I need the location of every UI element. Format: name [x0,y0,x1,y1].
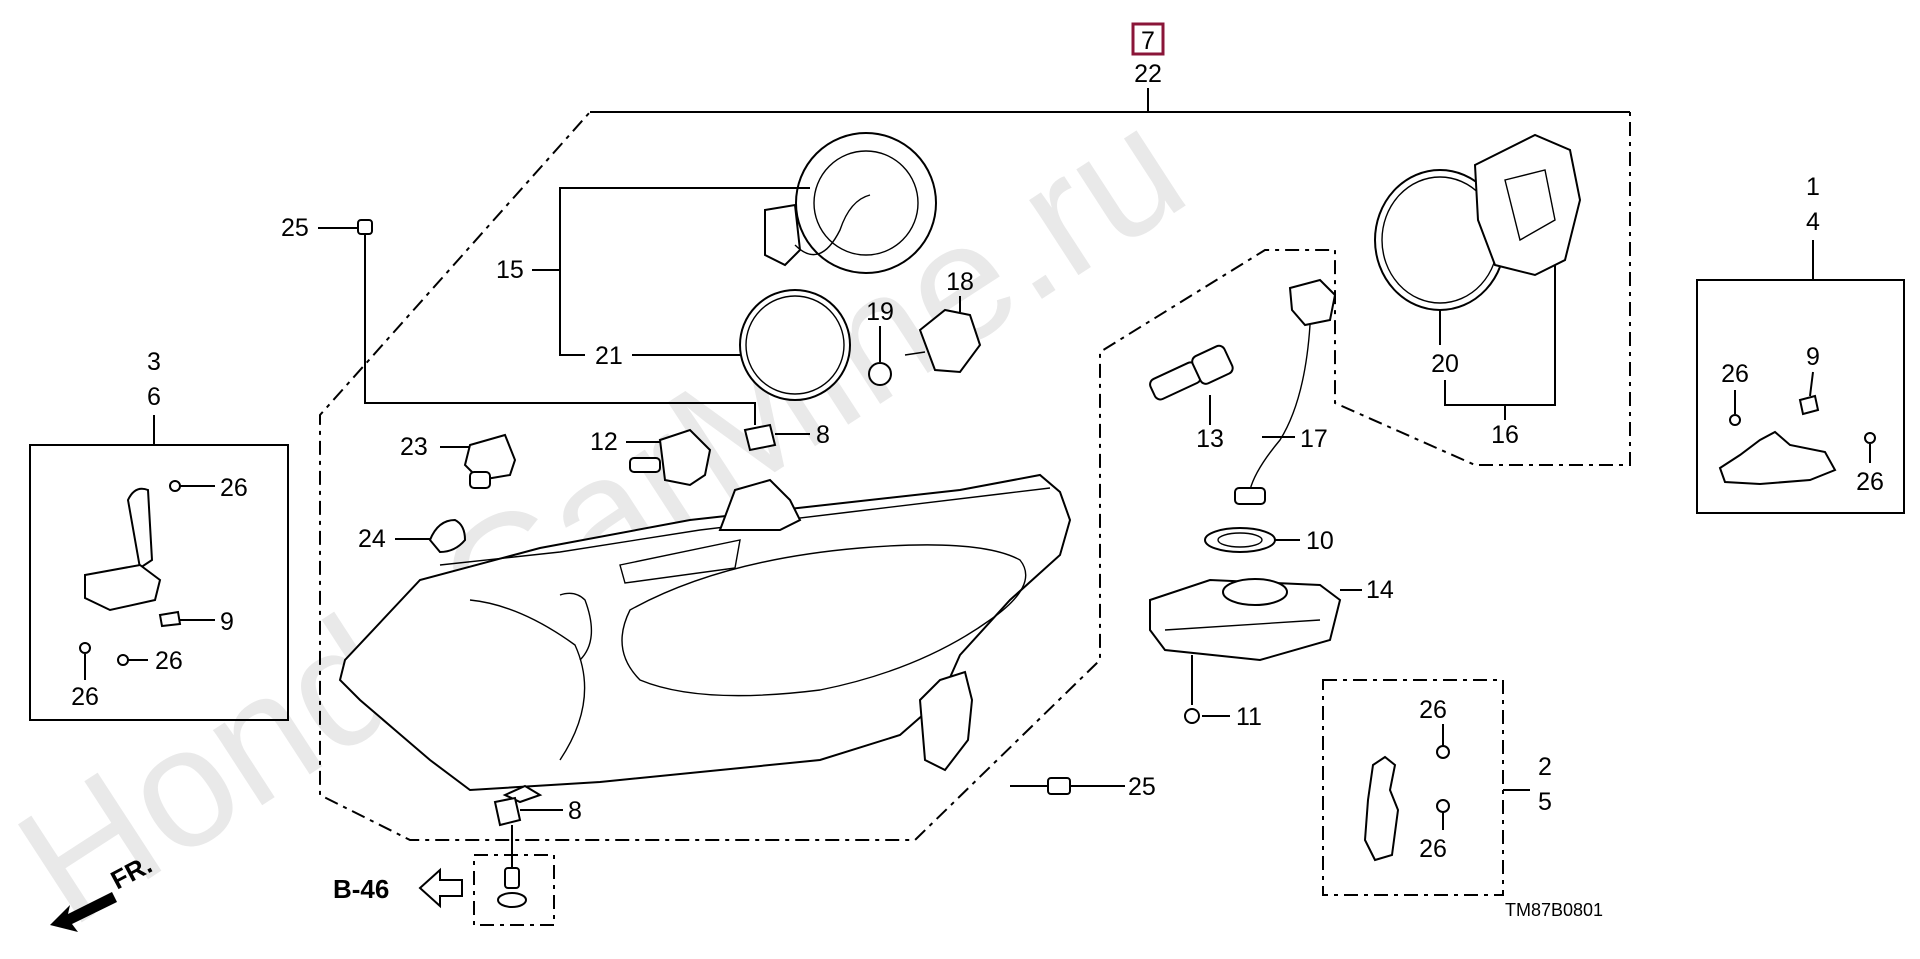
left-group-callout-26a[interactable]: 26 [220,474,248,502]
right-group-number-a[interactable]: 1 [1806,173,1820,201]
right-group-number-b[interactable]: 4 [1806,208,1820,236]
reference-arrow-icon [418,867,463,909]
igniter-cable-17[interactable] [1234,278,1337,505]
right-group-callout-26b[interactable]: 26 [1856,468,1884,496]
o-ring-21[interactable] [739,289,851,401]
bottom-right-callout-26b[interactable]: 26 [1419,835,1447,863]
callout-17[interactable]: 17 [1300,425,1328,453]
bulb-24[interactable] [428,518,467,554]
clip-8-top[interactable] [743,423,777,452]
callout-23[interactable]: 23 [400,433,428,461]
bolt-detail-box [473,854,555,926]
assembly-boundary [319,111,1631,841]
left-group-number-b[interactable]: 6 [147,383,161,411]
bottom-right-number-b[interactable]: 5 [1538,788,1552,816]
callout-10[interactable]: 10 [1306,527,1334,555]
leveling-bracket-right[interactable] [1718,394,1876,486]
highlight-box [1131,22,1165,56]
leveling-bracket-bottom[interactable] [1363,745,1450,862]
callout-11[interactable]: 11 [1236,703,1262,731]
right-group-box [1696,279,1905,514]
diagram-code: TM87B0801 [1505,900,1603,920]
callout-25-top[interactable]: 25 [281,214,309,242]
bottom-right-group-box [1322,679,1504,896]
bulb-23[interactable] [463,433,517,489]
bottom-right-number-a[interactable]: 2 [1538,753,1552,781]
callout-20[interactable]: 20 [1431,350,1459,378]
callout-15[interactable]: 15 [496,256,524,284]
bolt-detail[interactable] [497,867,527,908]
o-ring-19[interactable] [868,362,892,386]
right-group-callout-26a[interactable]: 26 [1721,360,1749,388]
callout-13[interactable]: 13 [1196,425,1224,453]
callout-8-bottom[interactable]: 8 [568,797,582,825]
bulb-13[interactable] [1148,344,1235,402]
leveling-bracket-left[interactable] [79,480,182,666]
hid-cap-assembly[interactable] [764,132,937,274]
socket-18[interactable] [904,308,982,374]
reference-label[interactable]: B-46 [333,874,389,904]
left-group-number-a[interactable]: 3 [147,348,161,376]
callout-21[interactable]: 21 [595,342,623,370]
main-assembly-number[interactable]: 7 [1141,27,1155,55]
front-direction-arrow-icon [50,892,117,932]
clip-8-bottom[interactable] [493,796,522,827]
right-group-callout-9[interactable]: 9 [1806,343,1820,371]
screw-11[interactable] [1184,655,1200,724]
left-group-callout-26c[interactable]: 26 [71,683,99,711]
headlight-housing[interactable] [338,473,1072,804]
callout-24[interactable]: 24 [358,525,386,553]
left-group-callout-9[interactable]: 9 [220,608,234,636]
bottom-right-callout-26a[interactable]: 26 [1419,696,1447,724]
bolt-25-right[interactable] [1010,777,1071,795]
left-group-callout-26b[interactable]: 26 [155,647,183,675]
main-assembly-second-number[interactable]: 22 [1134,60,1162,88]
ballast-14[interactable] [1149,578,1342,662]
callout-8-top[interactable]: 8 [816,421,830,449]
callout-14[interactable]: 14 [1366,576,1394,604]
callout-12[interactable]: 12 [590,428,618,456]
callout-19[interactable]: 19 [866,298,894,326]
gasket-10[interactable] [1204,527,1276,553]
left-group-box [29,444,289,721]
bolt-25-top[interactable] [357,219,373,255]
callout-25-right[interactable]: 25 [1128,773,1156,801]
callout-16[interactable]: 16 [1491,421,1519,449]
bulb-12[interactable] [629,428,712,487]
cover-16[interactable] [1473,133,1582,277]
callout-18[interactable]: 18 [946,268,974,296]
